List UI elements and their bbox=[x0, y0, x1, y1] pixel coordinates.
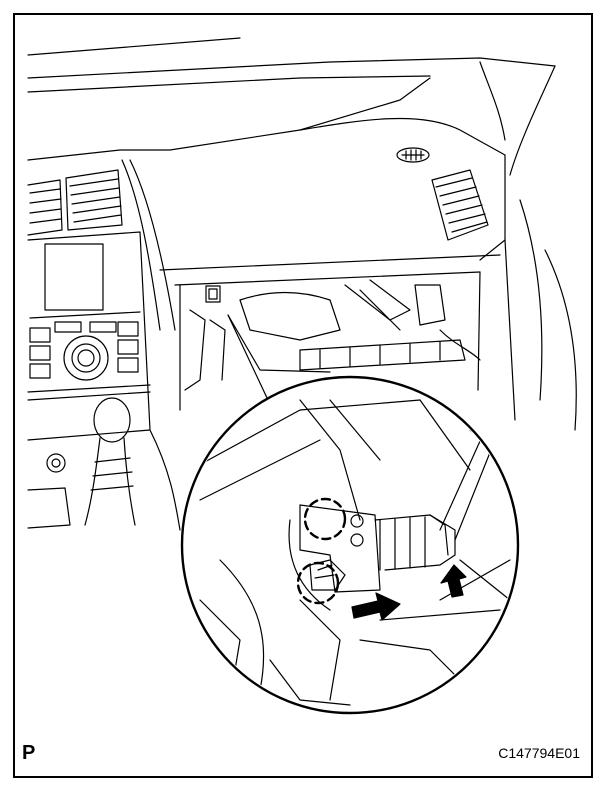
arrow-icon bbox=[440, 564, 467, 598]
dashed-circle-marker bbox=[296, 561, 340, 605]
gear-shifter bbox=[27, 397, 181, 531]
figure-code-label: C147794E01 bbox=[498, 745, 580, 761]
passenger-side-panel bbox=[504, 199, 577, 431]
center-console bbox=[27, 231, 151, 441]
view-letter-label: P bbox=[22, 742, 36, 764]
airbag-emblem bbox=[396, 147, 430, 163]
arrow-icon bbox=[351, 592, 401, 621]
glove-box-opening bbox=[159, 254, 501, 411]
right-air-vent bbox=[431, 169, 489, 241]
center-air-vents bbox=[27, 159, 176, 331]
dashed-circle-marker bbox=[303, 497, 347, 541]
leader-line-inner bbox=[227, 314, 331, 373]
dashboard-top bbox=[27, 37, 556, 261]
magnified-detail-view bbox=[180, 375, 520, 715]
